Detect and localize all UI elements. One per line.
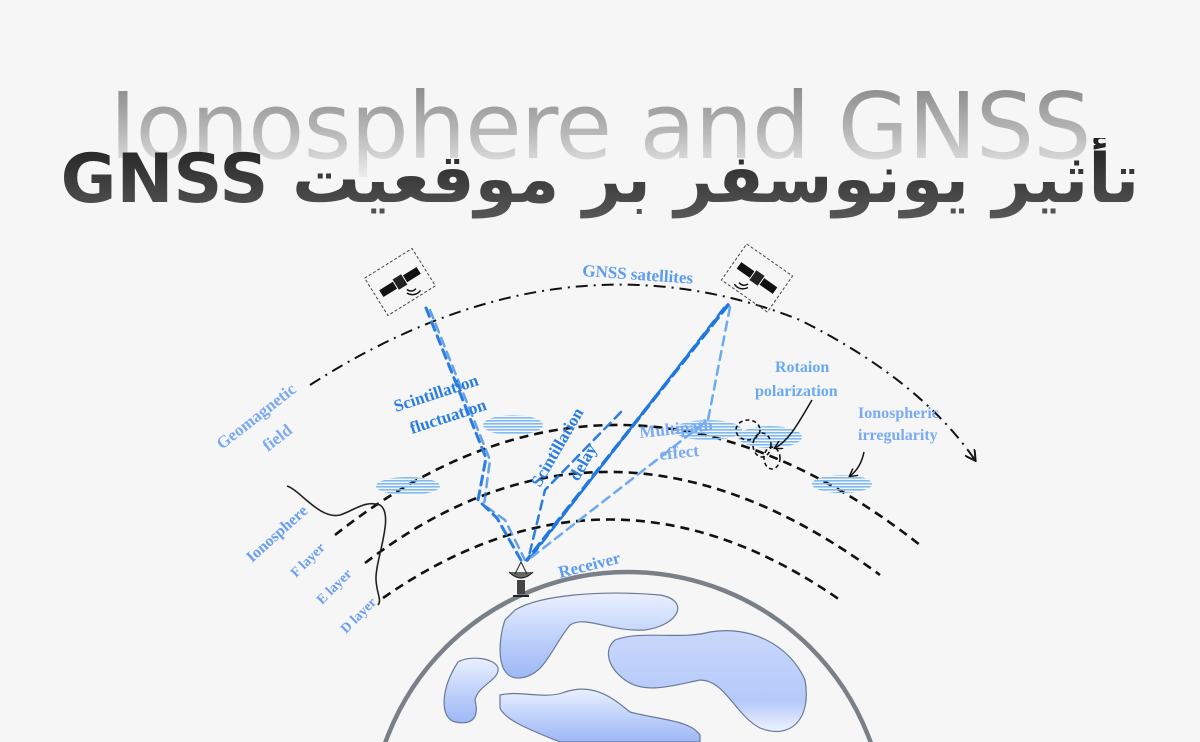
polarization-loops	[735, 419, 781, 470]
title-english: Ionosphere and GNSS	[0, 72, 1200, 182]
satellite-icon-right	[720, 243, 794, 313]
label-irregularity-2: irregularity	[858, 427, 938, 444]
receiver-dish-icon	[508, 561, 534, 597]
title-persian: تأثیر یونوسفر بر موقعیت GNSS	[0, 138, 1200, 222]
ionospheric-clouds	[376, 415, 872, 495]
signal-paths	[424, 303, 732, 564]
satellite-icon-left	[363, 247, 437, 317]
e-layer-line	[364, 470, 881, 577]
label-multipath-2: effect	[658, 441, 700, 464]
ionosphere-brace	[286, 485, 387, 606]
earth-globe	[383, 569, 873, 742]
label-gnss-satellites: GNSS satellites	[582, 261, 694, 288]
label-scintillation-delay-2: delay	[565, 441, 601, 484]
label-rotation: Rotaion	[775, 359, 829, 376]
geomagnetic-field-line	[309, 283, 975, 460]
label-e-layer: E layer	[314, 567, 355, 608]
label-d-layer: D layer	[338, 595, 380, 637]
label-irregularity: Ionospheric	[858, 405, 939, 422]
label-geomagnetic-2: field	[259, 420, 296, 455]
label-rotation-2: polarization	[755, 383, 838, 400]
label-f-layer: F layer	[288, 541, 328, 581]
d-layer-line	[382, 518, 841, 602]
